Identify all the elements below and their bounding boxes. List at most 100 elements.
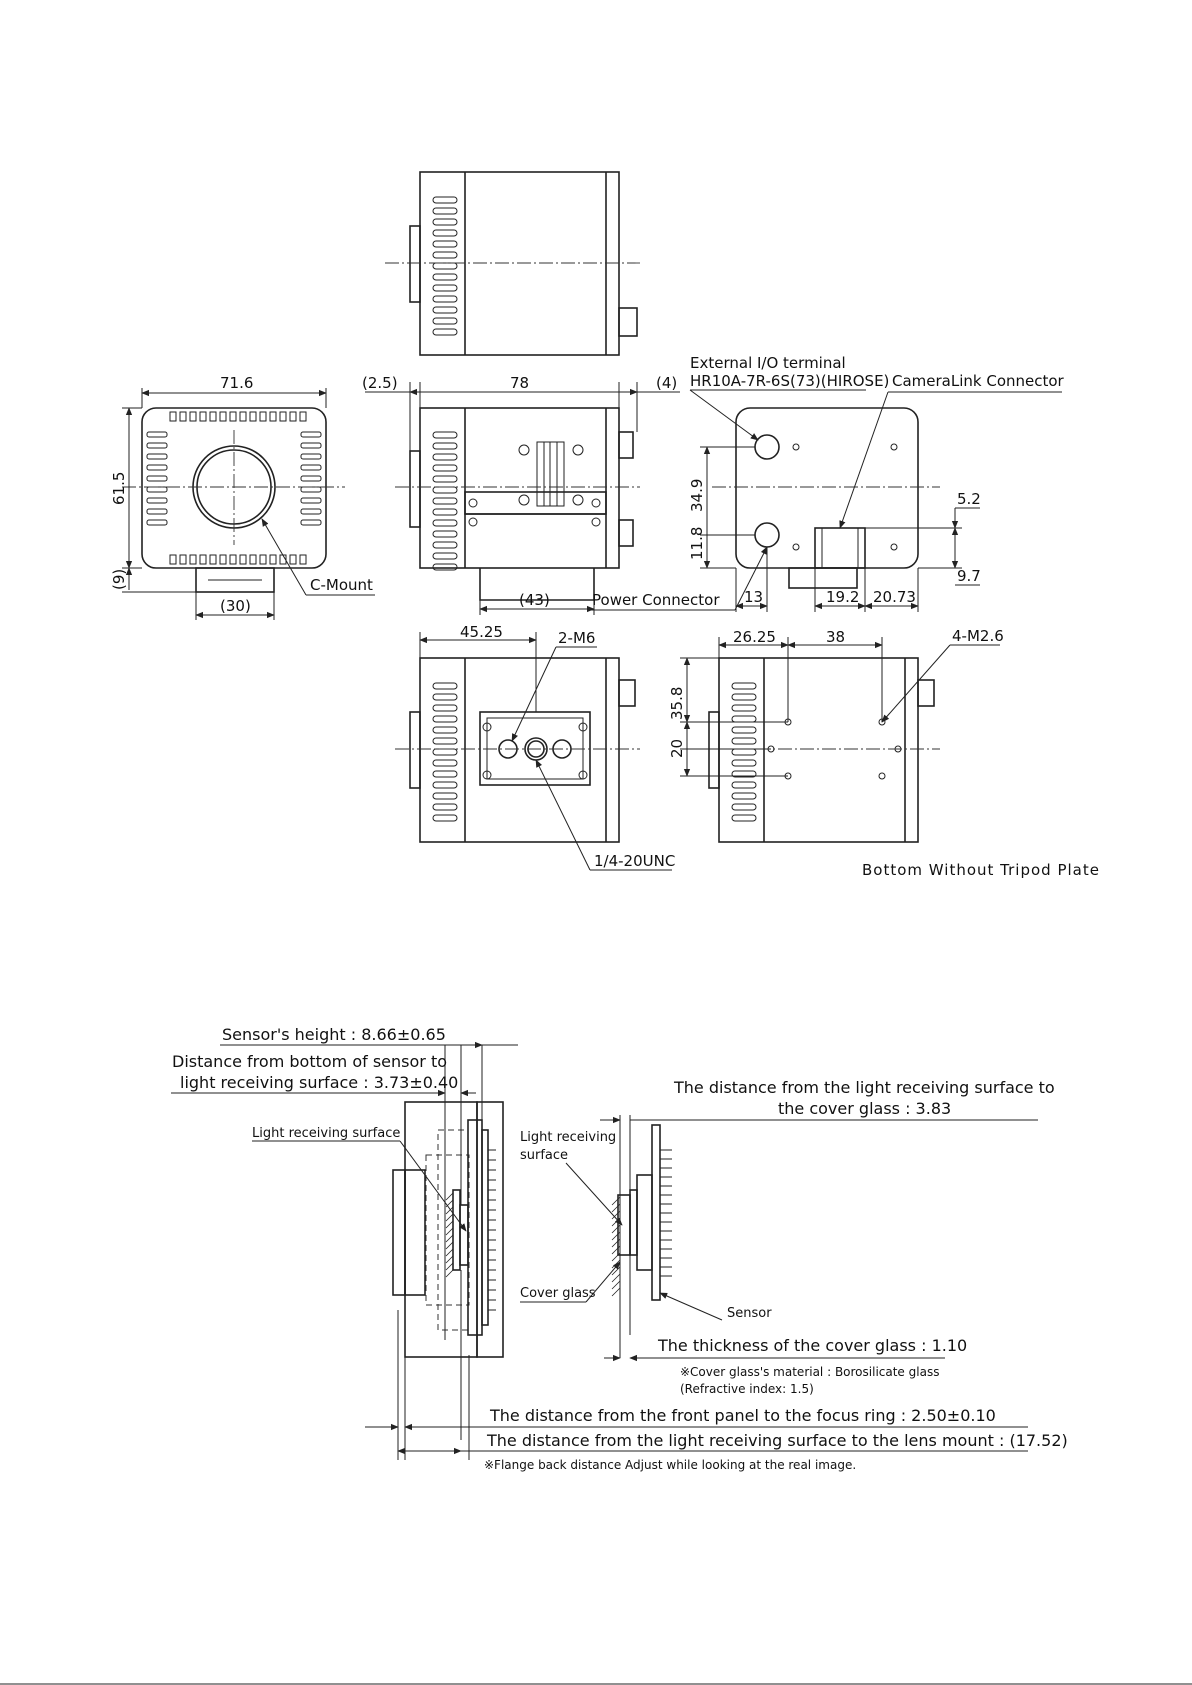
hatch-line xyxy=(445,1248,454,1257)
cooling-fin xyxy=(432,497,458,505)
side-view: 78 (2.5) (4) (43) xyxy=(362,374,680,615)
front-tooth xyxy=(179,554,187,565)
front-slot xyxy=(146,442,168,449)
cooling-fin xyxy=(432,530,458,538)
front-slot xyxy=(300,442,322,449)
hatch-line xyxy=(611,1245,621,1255)
front-tooth xyxy=(269,411,277,422)
front-tooth xyxy=(219,411,227,422)
front-slot xyxy=(300,497,322,504)
power-height-dim: 11.8 xyxy=(688,527,706,560)
cooling-fin xyxy=(432,737,458,745)
front-slot xyxy=(300,519,322,526)
front-slot xyxy=(146,475,168,482)
hatch-line xyxy=(611,1196,621,1206)
cooling-fin xyxy=(432,519,458,527)
cooling-fin xyxy=(731,759,757,767)
cooling-fin xyxy=(432,508,458,516)
cooling-fin xyxy=(432,781,458,789)
light-surface-left-label: Light receiving surface xyxy=(252,1126,400,1141)
tripod-m6-label: 2-M6 xyxy=(558,629,595,647)
front-tooth xyxy=(299,554,307,565)
sensor-label: Sensor xyxy=(727,1306,772,1321)
front-tooth xyxy=(299,411,307,422)
bottom-no-tripod-view: 26.25 38 35.8 20 4-M2.6 Bottom Without T… xyxy=(668,627,1099,879)
sensor-height-label: Sensor's height : 8.66±0.65 xyxy=(222,1025,446,1044)
hatch-line xyxy=(445,1220,454,1229)
front-tooth xyxy=(189,554,197,565)
front-slot xyxy=(146,486,168,493)
cooling-fin xyxy=(432,295,458,303)
mount-width-dim: (30) xyxy=(220,597,251,615)
side-length-dim: 78 xyxy=(510,374,529,392)
hatch-line xyxy=(445,1262,454,1271)
front-tooth xyxy=(169,411,177,422)
lens-mount-label: The distance from the light receiving su… xyxy=(486,1431,1068,1450)
cooling-fin xyxy=(731,693,757,701)
cooling-fin xyxy=(731,814,757,822)
m26-label: 4-M2.6 xyxy=(952,627,1004,645)
front-tooth xyxy=(209,554,217,565)
hatch-line xyxy=(445,1241,454,1250)
light-surface-right-label-2: surface xyxy=(520,1148,568,1163)
material-note-2: (Refractive index: 1.5) xyxy=(680,1382,814,1396)
cooling-fin xyxy=(432,240,458,248)
cooling-fin xyxy=(731,770,757,778)
io-terminal-label-2: HR10A-7R-6S(73)(HIROSE) xyxy=(690,372,889,390)
hatch-line xyxy=(445,1192,454,1201)
cooling-fin xyxy=(731,792,757,800)
front-slot xyxy=(300,431,322,438)
cooling-fin xyxy=(432,541,458,549)
front-slot xyxy=(300,453,322,460)
front-tooth xyxy=(229,554,237,565)
cooling-fin xyxy=(432,284,458,292)
front-slot xyxy=(146,431,168,438)
hatch-line xyxy=(445,1206,454,1215)
cooling-fin xyxy=(731,803,757,811)
front-tooth xyxy=(229,411,237,422)
cl-h2-dim: 9.7 xyxy=(957,567,981,585)
sensor-section-left: Sensor's height : 8.66±0.65 Distance fro… xyxy=(171,1025,1068,1472)
front-width-dim: 71.6 xyxy=(220,374,253,392)
cooling-fin xyxy=(432,475,458,483)
cooling-fin xyxy=(432,748,458,756)
rear-view: 34.9 11.8 13 19.2 20.73 5.2 9.7 External… xyxy=(590,354,1065,612)
cooling-fin xyxy=(731,704,757,712)
flange-note: ※Flange back distance Adjust while looki… xyxy=(484,1458,856,1472)
front-tooth xyxy=(199,411,207,422)
front-tooth xyxy=(239,554,247,565)
dist-bottom-label-2: light receiving surface : 3.73±0.40 xyxy=(180,1073,458,1092)
side-front-dim: (2.5) xyxy=(362,374,398,392)
cooling-fin xyxy=(432,442,458,450)
cooling-fin xyxy=(432,726,458,734)
cooling-fin xyxy=(432,803,458,811)
front-tooth xyxy=(179,411,187,422)
front-tooth xyxy=(259,411,267,422)
front-slot xyxy=(300,475,322,482)
cooling-fin xyxy=(432,486,458,494)
io-height-dim: 34.9 xyxy=(688,479,706,512)
cooling-fin xyxy=(432,792,458,800)
cooling-fin xyxy=(432,328,458,336)
light-surface-right-label-1: Light receiving xyxy=(520,1130,616,1145)
material-note-1: ※Cover glass's material : Borosilicate g… xyxy=(680,1365,939,1379)
cooling-fin xyxy=(432,770,458,778)
c-mount-label: C-Mount xyxy=(310,576,373,594)
front-slot xyxy=(300,486,322,493)
sensor-section-right: The distance from the light receiving su… xyxy=(520,1078,1055,1396)
cooling-fin xyxy=(432,552,458,560)
cooling-fin xyxy=(731,737,757,745)
cooling-fin xyxy=(432,453,458,461)
hatch-line xyxy=(611,1287,621,1297)
b2-x2-dim: 38 xyxy=(826,628,845,646)
hatch-line xyxy=(611,1252,621,1262)
hatch-line xyxy=(611,1231,621,1241)
cooling-fin xyxy=(432,207,458,215)
cover-glass-label: Cover glass xyxy=(520,1286,596,1301)
front-view: 71.6 61.5 (9) (30) C-Mount xyxy=(110,374,375,620)
cooling-fin xyxy=(731,748,757,756)
front-tooth xyxy=(199,554,207,565)
cooling-fin xyxy=(731,781,757,789)
hatch-line xyxy=(611,1224,621,1234)
front-tooth xyxy=(289,554,297,565)
